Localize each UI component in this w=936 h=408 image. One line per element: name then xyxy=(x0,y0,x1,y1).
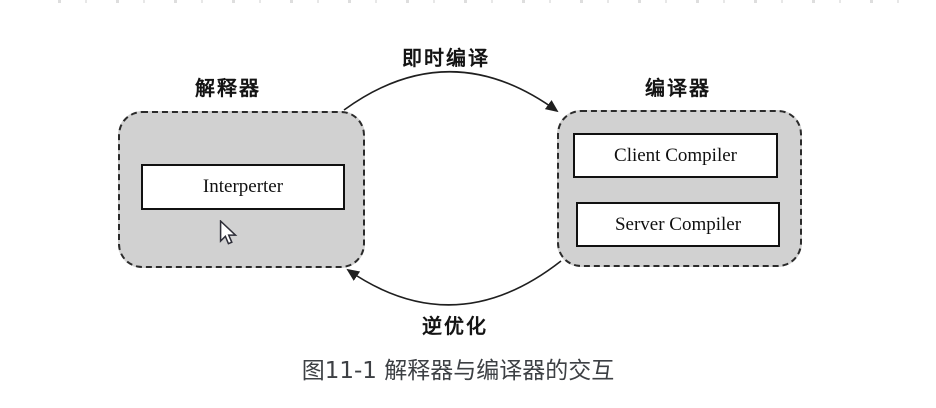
deopt-arrow-label: 逆优化 xyxy=(422,314,488,338)
jit-arrow-label: 即时编译 xyxy=(402,46,490,70)
client-compiler-label: Client Compiler xyxy=(614,145,737,166)
server-compiler-box: Server Compiler xyxy=(576,202,780,247)
server-compiler-label: Server Compiler xyxy=(614,214,742,235)
clipped-text-remnants xyxy=(58,0,910,3)
mouse-cursor xyxy=(219,220,238,245)
interpreter-box-label: Interperter xyxy=(202,176,284,197)
client-compiler-box: Client Compiler xyxy=(573,133,778,178)
interpreter-group-label: 解释器 xyxy=(195,76,261,100)
interpreter-box: Interperter xyxy=(141,164,345,210)
jit-arrow xyxy=(343,70,559,113)
figure-caption: 图11-1 解释器与编译器的交互 xyxy=(301,358,615,384)
compiler-group-label: 编译器 xyxy=(645,76,711,100)
compiler-group-box: Client Compiler Server Compiler xyxy=(557,110,802,267)
deopt-arrow xyxy=(346,260,562,306)
interpreter-group-box: Interperter xyxy=(118,111,365,268)
